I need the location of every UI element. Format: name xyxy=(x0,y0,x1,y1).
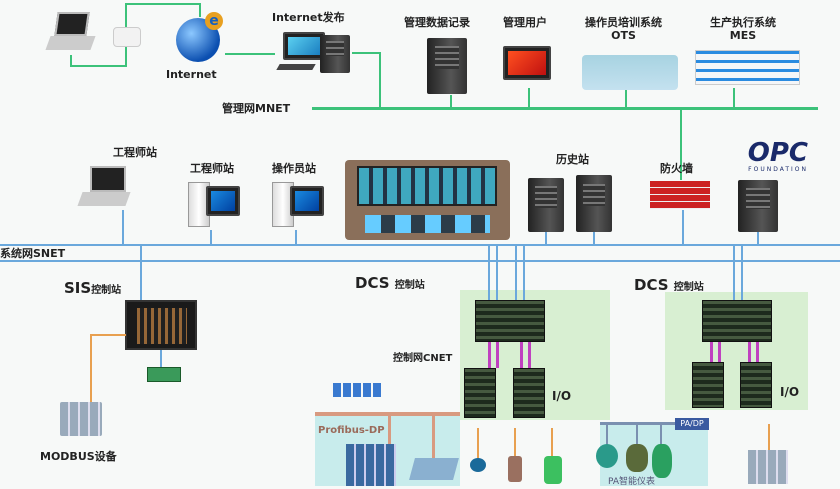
pa-dp-label: PA/DP xyxy=(680,419,704,428)
internet-publish-label: Internet发布 xyxy=(272,11,345,24)
modbus-device-icon xyxy=(60,402,102,436)
dcs2-label-suffix: 控制站 xyxy=(673,282,704,293)
firewall-icon xyxy=(650,181,710,209)
ots-label-line2: OTS xyxy=(611,29,636,42)
snet-label: 系统网SNET xyxy=(0,247,66,260)
dcs2-label-main: DCS xyxy=(634,276,669,294)
pa-dp-coupler: PA/DP xyxy=(675,418,709,430)
dcs-controller-icon xyxy=(475,300,545,342)
router-icon xyxy=(113,27,141,47)
pa-instruments-label: PA智能仪表 xyxy=(608,477,656,487)
operator-station-label: 操作员站 xyxy=(272,162,316,175)
sis-label-main: SIS xyxy=(64,279,92,297)
mgmt-data-label: 管理数据记录 xyxy=(404,16,470,29)
eng-station-1-label: 工程师站 xyxy=(113,146,157,159)
server-icon xyxy=(576,175,612,232)
server-icon xyxy=(528,178,564,232)
remote-io-icon xyxy=(748,450,788,484)
field-device-icon xyxy=(409,458,459,480)
firewall-label: 防火墙 xyxy=(660,162,693,175)
io-module-icon xyxy=(692,362,724,408)
plc-rack-icon xyxy=(346,444,396,486)
dcs1-label: DCS 控制站 xyxy=(355,274,425,292)
monitor-icon xyxy=(503,46,551,80)
mes-screens-icon xyxy=(695,50,800,85)
pa-bus xyxy=(600,422,680,425)
io-module-icon xyxy=(513,368,545,418)
terminal-board-icon xyxy=(147,367,181,382)
io-module-icon xyxy=(740,362,772,408)
io-module-icon xyxy=(464,368,496,418)
io1-label: I/O xyxy=(552,389,572,403)
mnet-bus xyxy=(312,107,818,110)
dcs2-label: DCS 控制站 xyxy=(634,276,704,294)
internet-label: Internet xyxy=(166,68,217,81)
sis-label-suffix: 控制站 xyxy=(91,285,122,296)
dcs-controller-icon xyxy=(702,300,772,342)
mgmt-user-label: 管理用户 xyxy=(503,16,547,29)
laptop-icon xyxy=(45,12,96,54)
mes-label-line2: MES xyxy=(729,29,757,42)
ie-icon: e xyxy=(205,12,223,30)
opc-logo-text: OPC xyxy=(747,138,808,168)
mes-label-line1: 生产执行系统 xyxy=(710,16,776,29)
monitor-icon xyxy=(206,186,240,216)
profibus-label: Profibus-DP xyxy=(318,425,385,436)
pa-instrument-icon xyxy=(652,444,672,478)
snet-bus xyxy=(0,244,840,246)
sis-controller-icon xyxy=(125,300,197,350)
profibus-logo xyxy=(333,383,383,397)
valve-icon xyxy=(544,456,562,484)
dcs1-label-main: DCS xyxy=(355,274,390,292)
opc-logo: OPC FOUNDATION xyxy=(720,140,816,176)
io2-label: I/O xyxy=(780,385,800,399)
server-icon xyxy=(427,38,467,94)
desktop-icon xyxy=(283,32,325,60)
pa-instrument-icon xyxy=(596,444,618,468)
cnet-label: 控制网CNET xyxy=(393,353,453,364)
transmitter-icon xyxy=(470,458,486,472)
ots-label-line1: 操作员培训系统 xyxy=(585,16,662,29)
opc-logo-subtext: FOUNDATION xyxy=(748,166,808,173)
server-icon xyxy=(738,180,778,232)
monitor-icon xyxy=(290,186,324,216)
pa-instrument-icon xyxy=(626,444,648,472)
pc-tower-icon xyxy=(320,35,350,73)
modbus-label: MODBUS设备 xyxy=(40,450,117,463)
laptop-icon xyxy=(77,166,131,208)
sis-label: SIS控制站 xyxy=(64,279,122,297)
profibus-bus xyxy=(315,412,460,416)
flowmeter-icon xyxy=(508,456,522,482)
mnet-label: 管理网MNET xyxy=(222,102,291,115)
control-console-image xyxy=(345,160,510,240)
dcs1-label-suffix: 控制站 xyxy=(394,280,425,291)
history-station-label: 历史站 xyxy=(556,153,589,166)
training-desk-icon xyxy=(582,55,678,90)
eng-station-2-label: 工程师站 xyxy=(190,162,234,175)
